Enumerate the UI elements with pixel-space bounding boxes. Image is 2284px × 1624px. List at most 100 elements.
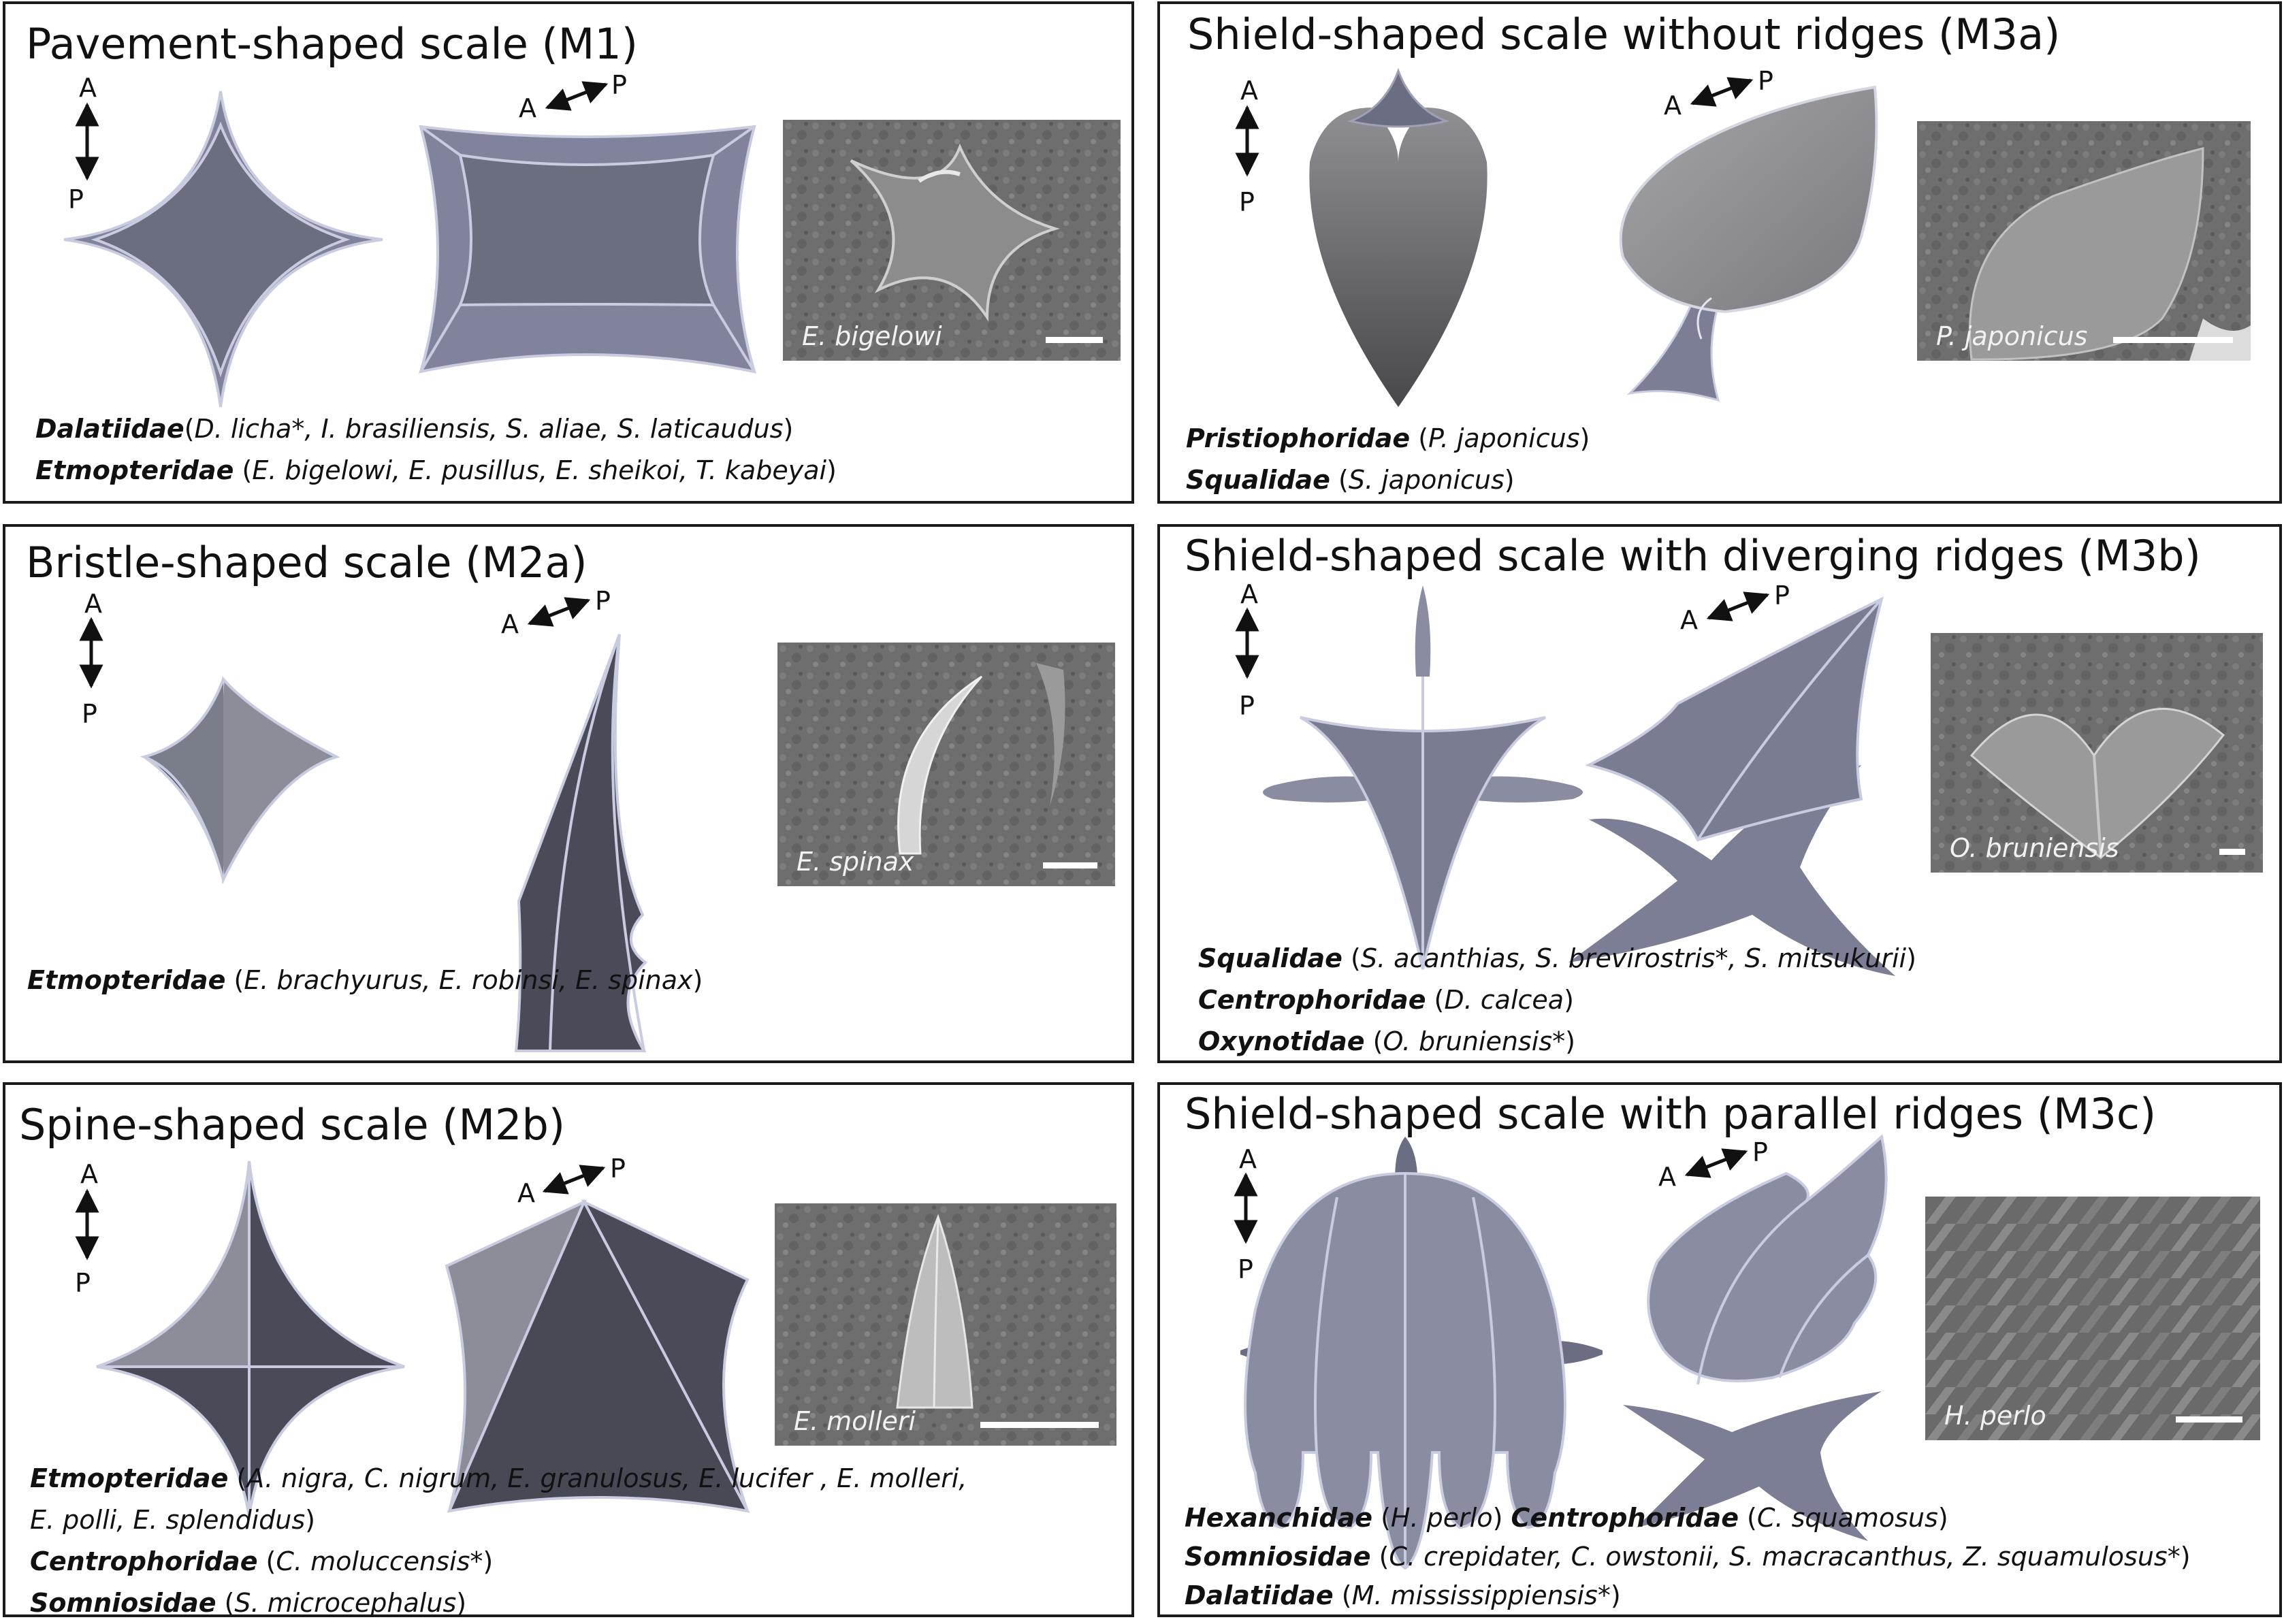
scale-bar	[1043, 862, 1097, 868]
sem-caption: H. perlo	[1944, 1401, 2046, 1431]
anterior-posterior-arrow	[1234, 1172, 1258, 1244]
anterior-posterior-arrow	[527, 597, 591, 627]
species-list: D. calcea	[1444, 985, 1564, 1015]
axis-label-anterior: A	[79, 73, 97, 103]
panel-title: Shield-shaped scale without ridges (M3a)	[1187, 10, 2061, 59]
axis-label-posterior: P	[82, 699, 97, 729]
panel-m3b: Shield-shaped scale with diverging ridge…	[1157, 524, 2282, 1063]
anterior-posterior-arrow	[1235, 105, 1259, 177]
taxa-list: Squalidae (S. acanthias, S. brevirostris…	[1198, 938, 1916, 1062]
bristle-scale-dorsal-view	[140, 676, 340, 885]
taxa-line: Somniosidae (C. crepidater, C. owstonii,…	[1185, 1538, 2191, 1576]
anterior-posterior-arrow	[1684, 1148, 1748, 1178]
family-name: Etmopteridae	[30, 1463, 229, 1493]
axis-label-anterior: A	[501, 609, 519, 639]
punct: (	[216, 1588, 235, 1618]
punct: )	[305, 1505, 315, 1535]
species-list: S. acanthias, S. brevirostris*, S. mitsu…	[1360, 943, 1907, 973]
species-list: O. bruniensis*	[1383, 1026, 1566, 1056]
taxa-list: Etmopteridae (E. brachyurus, E. robinsi,…	[27, 960, 703, 1001]
axis-label-anterior: A	[1658, 1162, 1676, 1192]
panel-title: Spine-shaped scale (M2b)	[19, 1100, 566, 1150]
sem-caption: E. bigelowi	[802, 321, 942, 351]
anterior-posterior-arrow	[75, 1188, 99, 1261]
panel-m3a: Shield-shaped scale without ridges (M3a)…	[1157, 1, 2282, 504]
axis-label-anterior: A	[1240, 579, 1258, 609]
spine-scale-dorsal-view	[96, 1160, 405, 1517]
panel-m3c: Shield-shaped scale with parallel ridges…	[1157, 1082, 2282, 1617]
family-name: Pristiophoridae	[1186, 423, 1411, 453]
species-list: C. crepidater, C. owstonii, S. macracant…	[1389, 1542, 2181, 1572]
shield-scale-lateral-view	[1619, 85, 1878, 402]
family-name: Dalatiidae	[35, 414, 184, 444]
species-list: C. squamosus	[1756, 1503, 1938, 1533]
taxa-line: Hexanchidae (H. perlo) Centrophoridae (C…	[1185, 1499, 2191, 1538]
axis-label-anterior: A	[517, 1178, 535, 1208]
punct: )	[783, 414, 794, 444]
punct: )	[1504, 465, 1515, 495]
axis-label-posterior: P	[68, 184, 84, 214]
axis-label-anterior: A	[1239, 1144, 1257, 1174]
axis-label-posterior: P	[610, 1154, 626, 1184]
family-name: Centrophoridae	[1198, 985, 1426, 1015]
punct: (	[1330, 465, 1349, 495]
anterior-posterior-arrow	[1690, 77, 1754, 107]
family-name: Squalidae	[1186, 465, 1330, 495]
punct: )	[1937, 1503, 1948, 1533]
family-name: Centrophoridae	[30, 1546, 258, 1576]
species-list: D. licha*, I. brasiliensis, S. aliae, S.…	[194, 414, 784, 444]
punct: (	[184, 414, 195, 444]
punct: )	[692, 965, 703, 995]
family-name: Squalidae	[1198, 943, 1342, 973]
axis-label-anterior: A	[1664, 91, 1682, 120]
species-list: H. perlo	[1390, 1503, 1493, 1533]
taxa-line: E. polli, E. splendidus)	[30, 1499, 967, 1541]
taxa-line: Squalidae (S. acanthias, S. brevirostris…	[1198, 938, 1916, 979]
scale-bar	[1046, 337, 1103, 343]
species-list: C. moluccensis*	[276, 1546, 483, 1576]
punct: (	[234, 455, 253, 485]
taxa-line: Dalatiidae (M. mississippiensis*)	[1185, 1576, 2191, 1615]
punct: (	[1333, 1580, 1352, 1610]
punct: (	[228, 1463, 247, 1493]
punct: (	[1364, 1026, 1383, 1056]
anterior-posterior-arrow	[545, 81, 609, 111]
taxa-list: Etmopteridae (A. nigra, C. nigrum, E. gr…	[30, 1458, 967, 1624]
punct: (	[1370, 1542, 1389, 1572]
sem-caption: P. japonicus	[1936, 321, 2088, 351]
axis-label-anterior: A	[80, 1159, 98, 1189]
scale-bar	[2219, 849, 2245, 855]
pavement-scale-dorsal-view	[63, 91, 383, 408]
species-list: E. bigelowi, E. pusillus, E. sheikoi, T.…	[252, 455, 827, 485]
species-list: P. japonicus	[1428, 423, 1580, 453]
species-list: S. microcephalus	[234, 1588, 457, 1618]
punct: )	[1906, 943, 1916, 973]
sem-micrograph: O. bruniensis	[1931, 633, 2263, 873]
sem-micrograph: H. perlo	[1925, 1197, 2260, 1440]
punct: (	[1410, 423, 1429, 453]
pavement-scale-lateral-view	[419, 125, 756, 374]
sem-micrograph: P. japonicus	[1917, 121, 2251, 361]
species-list: E. brachyurus, E. robinsi, E. spinax	[244, 965, 693, 995]
punct: (	[1342, 943, 1361, 973]
punct: (	[225, 965, 244, 995]
anterior-posterior-arrow	[75, 102, 99, 181]
axis-label-anterior: A	[1680, 605, 1698, 635]
taxa-line: Etmopteridae (E. bigelowi, E. pusillus, …	[35, 450, 837, 491]
axis-label-anterior: A	[84, 589, 102, 619]
taxa-list: Hexanchidae (H. perlo) Centrophoridae (C…	[1185, 1499, 2191, 1615]
punct: )	[2180, 1542, 2191, 1572]
taxa-line: Squalidae (S. japonicus)	[1186, 459, 1590, 501]
axis-label-posterior: P	[1239, 691, 1255, 721]
axis-label-anterior: A	[1240, 76, 1258, 105]
scale-bar	[2113, 337, 2233, 343]
panel-title: Bristle-shaped scale (M2a)	[26, 538, 588, 587]
punct: )	[1565, 1026, 1575, 1056]
axis-label-posterior: P	[1774, 581, 1790, 611]
panel-title: Pavement-shaped scale (M1)	[26, 19, 638, 69]
axis-label-anterior: A	[519, 93, 536, 123]
anterior-posterior-arrow	[1706, 591, 1770, 621]
punct: (	[1426, 985, 1445, 1015]
taxa-line: Pristiophoridae (P. japonicus)	[1186, 418, 1590, 459]
punct: (	[1738, 1503, 1757, 1533]
